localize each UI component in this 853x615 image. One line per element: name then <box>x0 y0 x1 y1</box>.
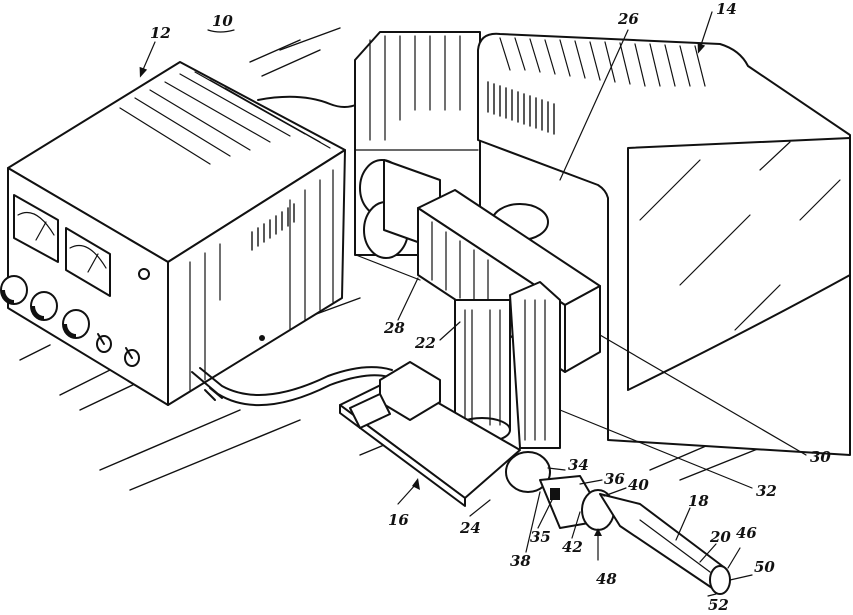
ref-16: 16 <box>388 511 409 529</box>
ref-14: 14 <box>716 0 737 18</box>
ref-10-underline <box>208 30 234 32</box>
arrow-16 <box>412 478 420 490</box>
ref-10: 10 <box>212 12 233 30</box>
ref-35: 35 <box>530 528 551 546</box>
knob-3 <box>63 310 89 338</box>
ref-18: 18 <box>688 492 709 510</box>
side-screw <box>259 335 265 341</box>
ref-30: 30 <box>810 448 831 466</box>
ref-28: 28 <box>383 319 405 337</box>
probe-window <box>550 488 560 500</box>
ref-48: 48 <box>596 570 617 588</box>
arm-post <box>455 300 510 430</box>
indicator-lamp <box>139 269 149 279</box>
knob-2 <box>31 292 57 320</box>
ref-32: 32 <box>756 482 777 500</box>
ref-20: 20 <box>709 528 731 546</box>
ref-24: 24 <box>459 519 481 537</box>
ref-42: 42 <box>562 538 583 556</box>
ref-52: 52 <box>708 596 729 614</box>
power-supply <box>1 62 345 405</box>
ref-26: 26 <box>617 10 639 28</box>
ref-34: 34 <box>568 456 589 474</box>
ref-22: 22 <box>414 334 436 352</box>
ref-50: 50 <box>754 558 775 576</box>
probe-tip <box>710 566 730 594</box>
ref-12: 12 <box>150 24 171 42</box>
ref-38: 38 <box>510 552 531 570</box>
knob-1 <box>1 276 27 304</box>
ref-46: 46 <box>736 524 757 542</box>
arrow-12 <box>136 67 147 79</box>
ref-36: 36 <box>604 470 625 488</box>
ref-40: 40 <box>628 476 649 494</box>
